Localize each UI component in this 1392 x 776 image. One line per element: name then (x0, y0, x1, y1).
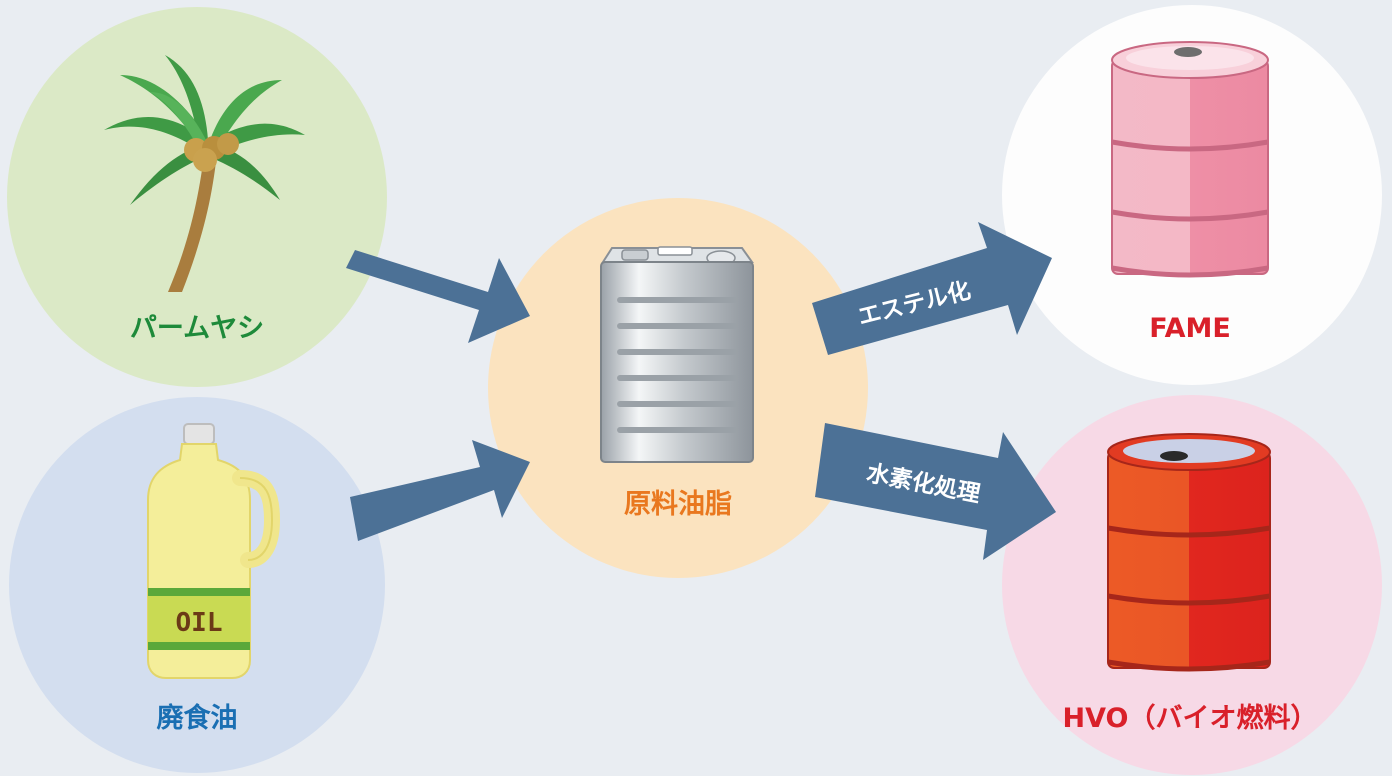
arrow-oil-to-feedstock (350, 440, 530, 541)
fame-label: FAME (1149, 313, 1231, 344)
arrow-palm-to-feedstock (346, 250, 530, 343)
palm-tree-icon (104, 55, 305, 292)
red-drum-icon (1107, 433, 1271, 672)
arrow-hydrotreating (815, 423, 1056, 560)
palm-label: パームヤシ (130, 313, 264, 344)
hvo-label: HVO（バイオ燃料） (1063, 703, 1318, 734)
palm-circle (7, 7, 387, 387)
waste-oil-label: 廃食油 (157, 702, 238, 734)
pink-drum-icon (1111, 41, 1269, 278)
svg-text:OIL: OIL (176, 608, 223, 638)
oil-bottle-icon: OIL (147, 423, 281, 679)
arrow-esterification (812, 222, 1052, 355)
oil-can-icon (600, 246, 754, 463)
feedstock-label: 原料油脂 (624, 489, 732, 520)
